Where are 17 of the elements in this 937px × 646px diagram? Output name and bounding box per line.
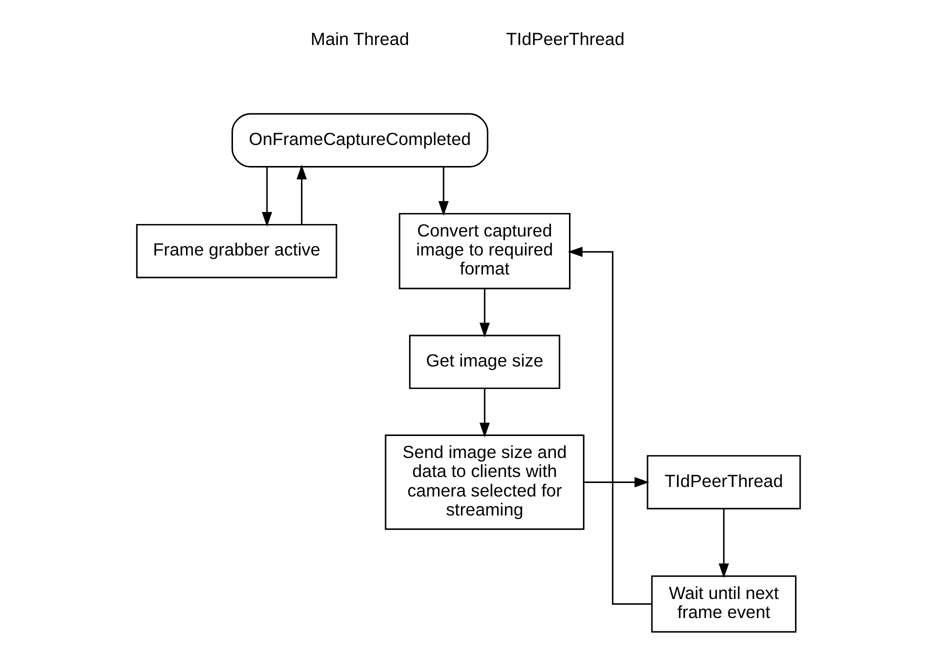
node-box: Convert captured image to required format	[398, 212, 570, 290]
label: TIdPeerThread	[506, 29, 625, 50]
node-box: TIdPeerThread	[646, 455, 801, 510]
node-box: OnFrameCaptureCompleted	[232, 113, 488, 168]
node-box: Send image size and data to clients with camera selected for streaming	[384, 434, 584, 530]
arrow	[568, 246, 652, 605]
arrow	[718, 508, 729, 578]
arrow	[296, 164, 307, 224]
arrow	[584, 477, 650, 488]
node-box: Wait until next frame event	[651, 575, 796, 633]
arrow	[480, 288, 490, 338]
arrow	[480, 388, 490, 438]
label: Main Thread	[310, 29, 410, 50]
arrow	[438, 167, 449, 216]
arrow	[262, 167, 272, 227]
node-box: Frame grabber active	[136, 224, 338, 278]
node-box: Get image size	[409, 334, 560, 390]
